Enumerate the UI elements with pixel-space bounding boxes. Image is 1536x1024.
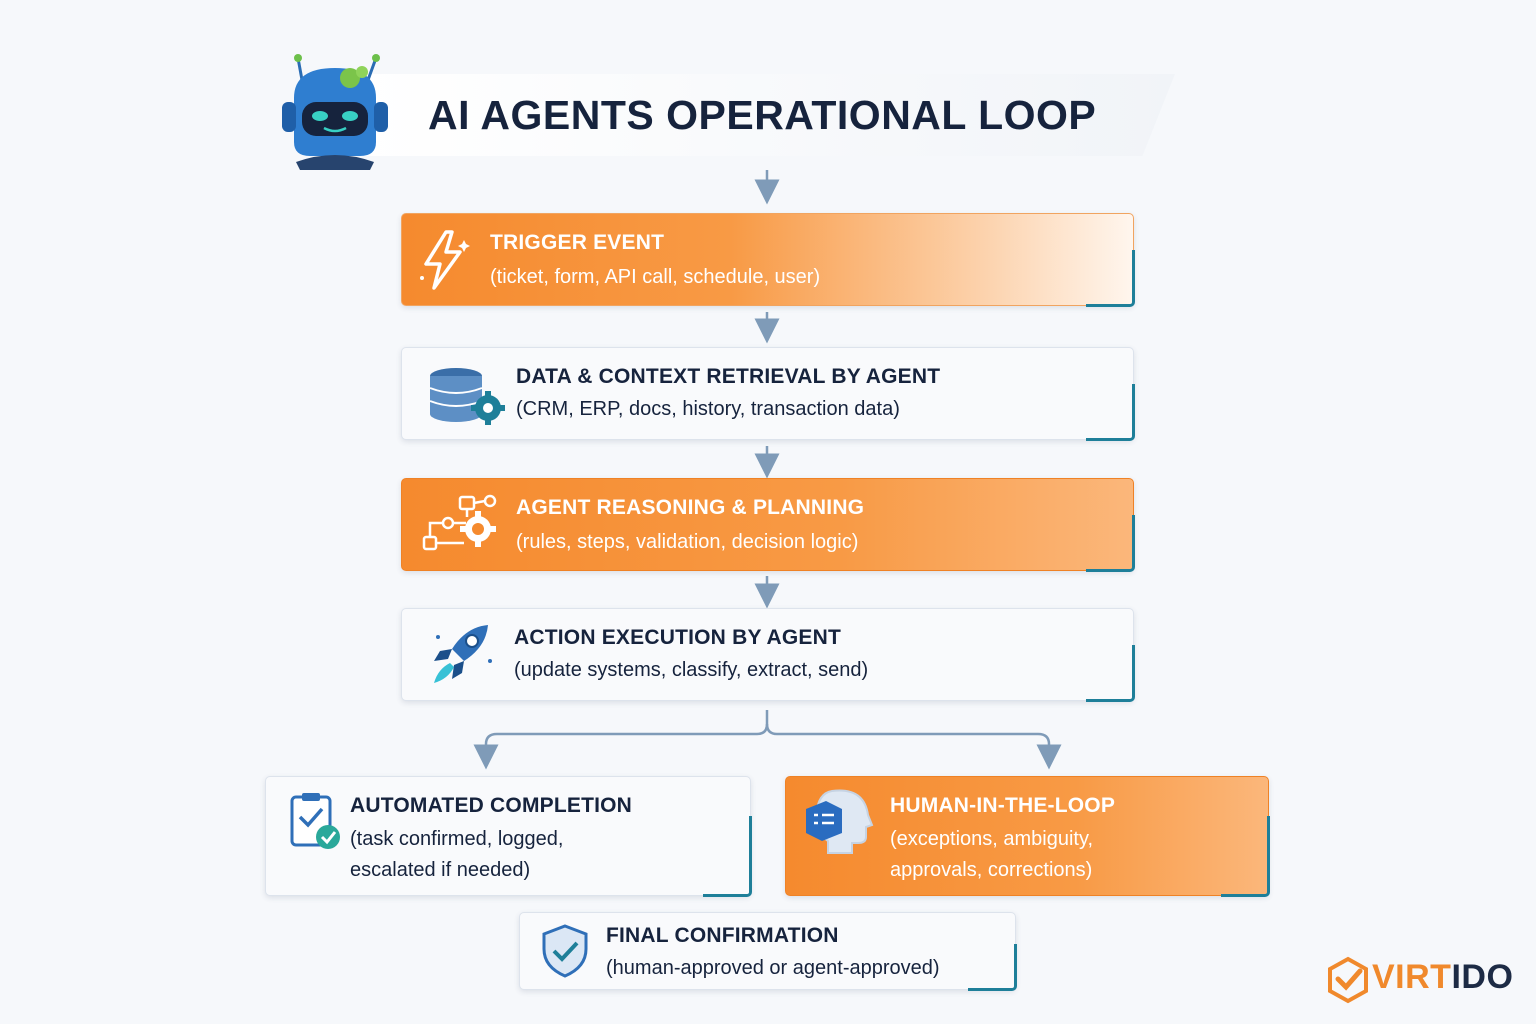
step-data-retrieval: DATA & CONTEXT RETRIEVAL BY AGENT (CRM, … <box>401 347 1135 441</box>
step-detail: (update systems, classify, extract, send… <box>514 659 869 681</box>
final-detail: (human-approved or agent-approved) <box>606 957 940 979</box>
step-heading: AGENT REASONING & PLANNING <box>516 496 865 519</box>
branch-detail-line-2: escalated if needed) <box>350 859 531 881</box>
logo-part-1: VIRT <box>1372 958 1452 996</box>
step-heading: ACTION EXECUTION BY AGENT <box>514 626 842 649</box>
step-action-execution: ACTION EXECUTION BY AGENT (update system… <box>401 608 1135 702</box>
step-detail: (rules, steps, validation, decision logi… <box>516 531 859 553</box>
branch-split-line <box>473 710 769 770</box>
corner-accent <box>1086 515 1135 572</box>
step-detail: (ticket, form, API call, schedule, user) <box>490 266 821 288</box>
robot-icon <box>282 54 388 170</box>
final-heading: FINAL CONFIRMATION <box>606 924 839 947</box>
lightning-icon <box>420 230 470 290</box>
final-confirmation: FINAL CONFIRMATION (human-approved or ag… <box>519 912 1017 991</box>
corner-accent <box>968 944 1017 991</box>
branch-split-line-right <box>765 723 1062 770</box>
rocket-icon <box>434 625 492 683</box>
corner-accent <box>1086 384 1135 441</box>
corner-accent <box>1086 645 1135 702</box>
virtido-logo-icon <box>1328 956 1368 1004</box>
branch-detail-line-1: (task confirmed, logged, <box>350 828 564 850</box>
virtido-logo-text: VIRTIDO <box>1372 958 1513 997</box>
branch-detail-line-1: (exceptions, ambiguity, <box>890 828 1094 850</box>
corner-accent <box>1086 250 1135 307</box>
branch-heading: AUTOMATED COMPLETION <box>350 794 633 817</box>
title-banner <box>360 74 1175 156</box>
workflow-gear-icon <box>422 494 497 551</box>
clipboard-check-icon <box>290 793 340 849</box>
shield-check-icon <box>542 924 588 978</box>
step-agent-reasoning: AGENT REASONING & PLANNING (rules, steps… <box>401 478 1135 572</box>
diagram-title: AI AGENTS OPERATIONAL LOOP <box>428 92 1097 138</box>
branch-detail-line-2: approvals, corrections) <box>890 859 1093 881</box>
branch-human-in-the-loop: HUMAN-IN-THE-LOOP (exceptions, ambiguity… <box>785 776 1270 897</box>
step-trigger-event: TRIGGER EVENT (ticket, form, API call, s… <box>401 213 1135 307</box>
corner-accent <box>1221 816 1270 897</box>
human-head-icon <box>806 789 874 854</box>
branch-heading: HUMAN-IN-THE-LOOP <box>890 794 1116 817</box>
corner-accent <box>703 816 752 897</box>
branch-automated-completion: AUTOMATED COMPLETION (task confirmed, lo… <box>265 776 752 897</box>
database-gear-icon <box>429 368 505 425</box>
step-heading: TRIGGER EVENT <box>490 231 665 254</box>
logo-part-2: IDO <box>1451 958 1514 996</box>
step-heading: DATA & CONTEXT RETRIEVAL BY AGENT <box>516 365 941 388</box>
step-detail: (CRM, ERP, docs, history, transaction da… <box>516 398 900 420</box>
